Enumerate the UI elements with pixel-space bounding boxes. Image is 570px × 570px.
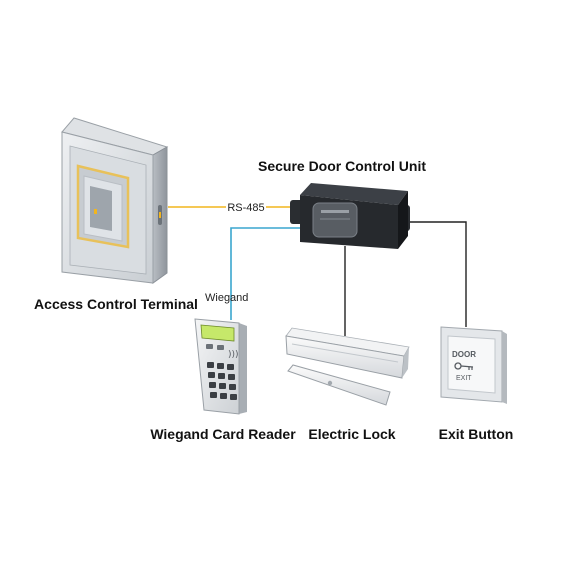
wiegand-card-reader: ))) bbox=[194, 318, 247, 415]
secure-door-control-unit-label: Secure Door Control Unit bbox=[258, 158, 426, 174]
access-control-terminal bbox=[61, 117, 169, 284]
rs485-label-bg bbox=[226, 200, 266, 213]
key-icon bbox=[454, 362, 474, 370]
wiegand-wire bbox=[230, 227, 304, 320]
secure-door-control-unit bbox=[290, 183, 410, 249]
wiegand-card-reader-label: Wiegand Card Reader bbox=[150, 426, 296, 442]
exit-button-wire bbox=[403, 221, 467, 327]
wiegand-label: Wiegand bbox=[205, 292, 248, 304]
exit-button: DOOR EXIT bbox=[440, 326, 507, 404]
exit-button-label: Exit Button bbox=[439, 426, 514, 442]
electric-lock-label: Electric Lock bbox=[308, 426, 395, 442]
access-control-terminal-label: Access Control Terminal bbox=[34, 296, 198, 312]
exit-button-exit-text: EXIT bbox=[456, 375, 472, 382]
lock-armature-plate bbox=[287, 364, 391, 406]
exit-button-door-text: DOOR bbox=[452, 350, 476, 359]
rs485-label: RS-485 bbox=[227, 202, 264, 214]
reader-keypad bbox=[207, 362, 237, 400]
rfid-icon: ))) bbox=[228, 350, 239, 360]
electric-lock bbox=[285, 327, 410, 406]
reader-display bbox=[200, 324, 235, 342]
